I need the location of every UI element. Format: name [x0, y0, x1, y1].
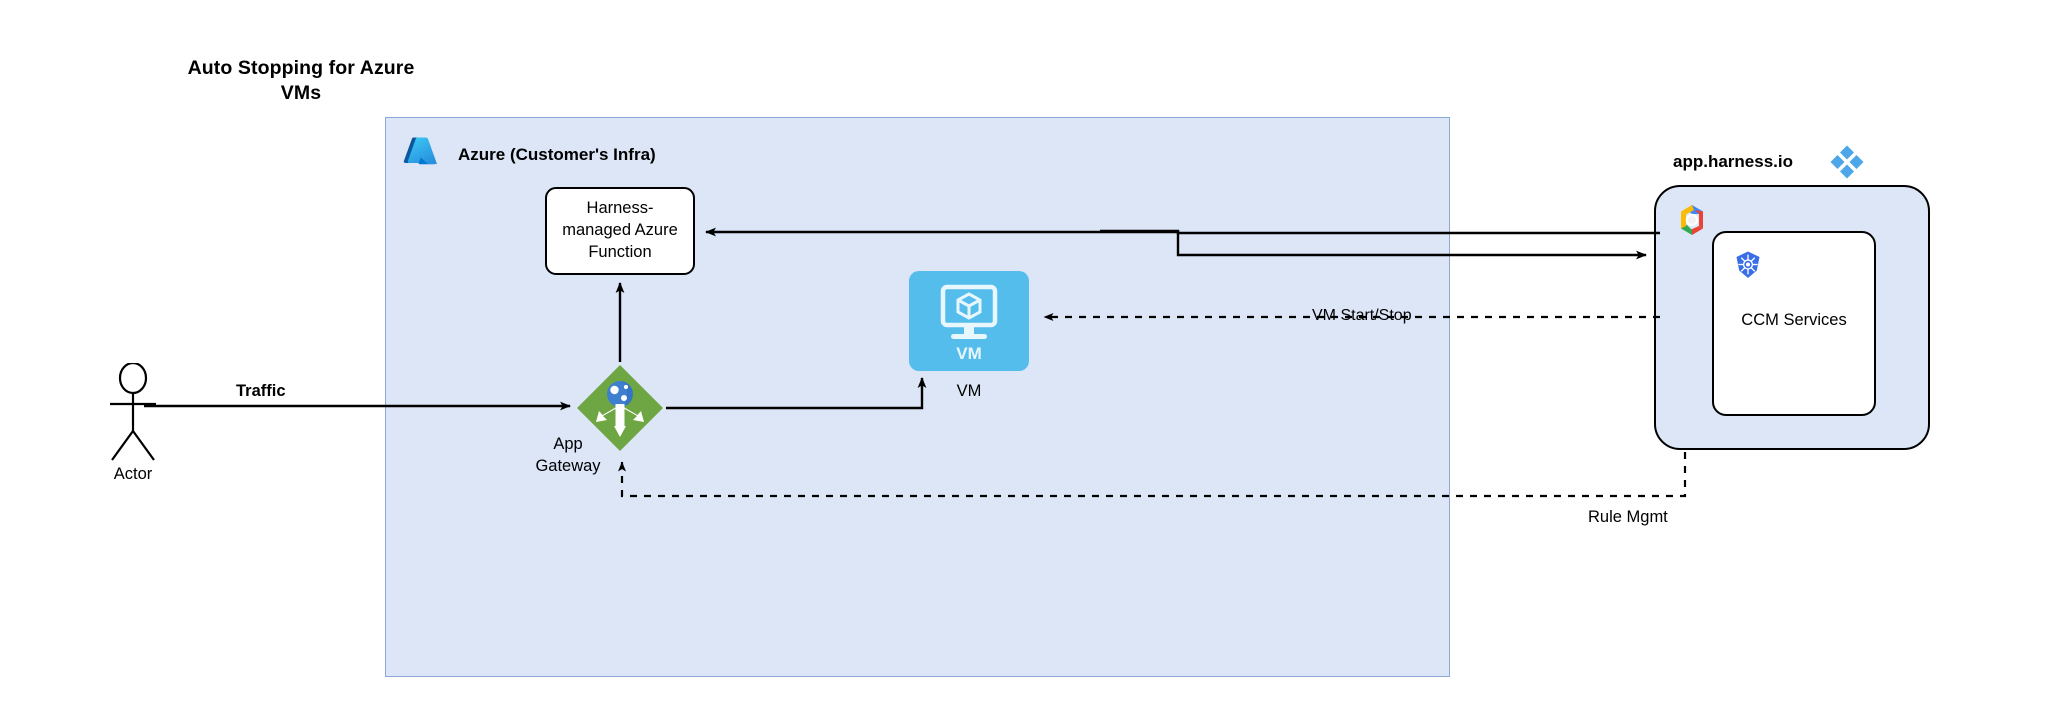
vm-label: VM [956, 382, 982, 400]
app-gateway-label-line1: App [553, 435, 583, 453]
diagram-title: Auto Stopping for Azure VMs [176, 56, 426, 106]
azure-function-node[interactable]: Harness- managed Azure Function [545, 187, 695, 275]
actor-label: Actor [113, 465, 153, 483]
azure-function-label-line2: managed Azure [562, 221, 678, 240]
harness-logo-icon [1828, 143, 1866, 181]
actor-stick-figure-icon[interactable] [100, 361, 166, 463]
diagram-title-line2: VMs [280, 81, 322, 104]
vm-start-stop-edge-label: VM Start/Stop [1309, 307, 1415, 325]
traffic-edge-label: Traffic [236, 382, 286, 400]
azure-container-label: Azure (Customer's Infra) [458, 145, 656, 164]
azure-logo-icon [399, 131, 443, 175]
google-cloud-logo-icon [1673, 201, 1711, 239]
azure-function-label-line1: Harness- [586, 199, 654, 218]
kubernetes-icon [1733, 250, 1763, 280]
app-gateway-label-line2: Gateway [535, 456, 601, 475]
ccm-services-label: CCM Services [1741, 311, 1847, 329]
azure-function-label: Harness- managed Azure Function [556, 198, 684, 264]
vm-icon-text: VM [956, 344, 982, 363]
vm-icon[interactable]: VM [909, 271, 1029, 371]
diagram-title-line1: Auto Stopping for Azure [187, 57, 415, 79]
harness-io-label: app.harness.io [1673, 152, 1793, 171]
rule-mgmt-edge-label: Rule Mgmt [1588, 508, 1668, 526]
app-gateway-label: App Gateway [505, 434, 631, 478]
azure-function-label-line3: Function [588, 242, 652, 261]
app-gateway-icon[interactable] [576, 364, 664, 452]
